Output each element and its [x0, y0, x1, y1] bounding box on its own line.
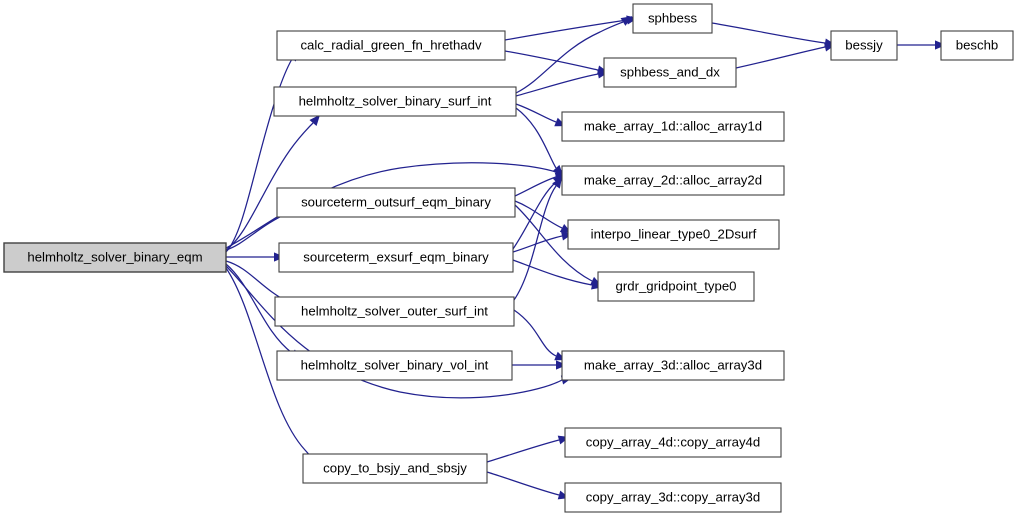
node-box-sphbess[interactable]: [632, 3, 713, 34]
edge-root-to-hsbsi: [225, 122, 314, 251]
node-interpo[interactable]: interpo_linear_type0_2Dsurf: [567, 219, 780, 250]
node-arr2d[interactable]: make_array_2d::alloc_array2d: [561, 165, 785, 196]
node-arr1d[interactable]: make_array_1d::alloc_array1d: [561, 111, 785, 142]
node-hsbvi[interactable]: helmholtz_solver_binary_vol_int: [276, 350, 513, 381]
edge-stoutsurf-to-grdr: [514, 204, 593, 282]
edge-calcrad-to-sphbess: [504, 19, 628, 41]
edge-stexsurf-to-interpo: [512, 235, 563, 253]
node-box-sphbessdx[interactable]: [603, 57, 737, 88]
node-label-arr1d: make_array_1d::alloc_array1d: [584, 118, 762, 133]
node-stoutsurf[interactable]: sourceterm_outsurf_eqm_binary: [276, 187, 516, 218]
node-label-sphbessdx: sphbess_and_dx: [620, 64, 720, 79]
node-box-root[interactable]: [3, 242, 227, 273]
node-label-interpo: interpo_linear_type0_2Dsurf: [591, 226, 757, 241]
node-hsbsi[interactable]: helmholtz_solver_binary_surf_int: [273, 86, 517, 117]
node-sphbess[interactable]: sphbess: [632, 3, 713, 34]
edge-root-to-calcrad: [225, 58, 293, 253]
node-sphbessdx[interactable]: sphbess_and_dx: [603, 57, 737, 88]
edge-copybsjy-to-copy3d: [486, 471, 560, 496]
node-box-hsosi[interactable]: [274, 296, 515, 327]
edge-stexsurf-to-arr2d: [512, 181, 557, 250]
node-grdr[interactable]: grdr_gridpoint_type0: [597, 271, 755, 302]
node-hsosi[interactable]: helmholtz_solver_outer_surf_int: [274, 296, 515, 327]
node-label-copybsjy: copy_to_bsjy_and_sbsjy: [323, 460, 467, 475]
edge-sphbessdx-to-bessjy: [735, 46, 826, 69]
node-box-copy4d[interactable]: [564, 427, 782, 458]
node-label-calcrad: calc_radial_green_fn_hrethadv: [300, 37, 481, 52]
node-label-arr3d: make_array_3d::alloc_array3d: [584, 357, 762, 372]
edge-arrowhead: [552, 176, 563, 189]
node-box-arr3d[interactable]: [561, 350, 785, 381]
node-label-stexsurf: sourceterm_exsurf_eqm_binary: [303, 249, 489, 264]
edge-hsbsi-to-sphbessdx: [515, 73, 599, 97]
edge-hsbsi-to-arr1d: [515, 103, 557, 123]
node-layer: helmholtz_solver_binary_eqm calc_radial_g…: [3, 3, 1014, 513]
node-box-stexsurf[interactable]: [278, 242, 514, 273]
edge-root-to-arr3d: [225, 265, 563, 399]
node-label-grdr: grdr_gridpoint_type0: [616, 278, 737, 293]
node-box-grdr[interactable]: [597, 271, 755, 302]
edge-root-to-arr2d: [225, 162, 557, 249]
node-box-copybsjy[interactable]: [302, 453, 488, 484]
node-box-arr2d[interactable]: [561, 165, 785, 196]
edge-hsbsi-to-sphbess: [515, 21, 624, 94]
edge-calcrad-to-sphbessdx: [504, 50, 599, 71]
edge-copybsjy-to-copy4d: [486, 439, 560, 463]
edge-hsbsi-to-arr2d: [515, 107, 557, 169]
edge-arrowhead: [620, 16, 633, 26]
node-label-copy4d: copy_array_4d::copy_array4d: [586, 434, 760, 449]
node-box-bessjy[interactable]: [830, 30, 898, 61]
edge-stoutsurf-to-arr2d: [514, 176, 557, 197]
node-label-hsbsi: helmholtz_solver_binary_surf_int: [299, 93, 492, 108]
node-label-arr2d: make_array_2d::alloc_array2d: [584, 172, 762, 187]
edge-sphbess-to-bessjy: [711, 22, 826, 44]
node-box-hsbsi[interactable]: [273, 86, 517, 117]
node-label-hsosi: helmholtz_solver_outer_surf_int: [301, 303, 488, 318]
node-arr3d[interactable]: make_array_3d::alloc_array3d: [561, 350, 785, 381]
node-box-copy3d[interactable]: [564, 482, 782, 513]
node-label-root: helmholtz_solver_binary_eqm: [27, 249, 202, 264]
node-stexsurf[interactable]: sourceterm_exsurf_eqm_binary: [278, 242, 514, 273]
node-copy3d[interactable]: copy_array_3d::copy_array3d: [564, 482, 782, 513]
edge-layer: [225, 19, 935, 496]
node-label-beschb: beschb: [956, 37, 999, 52]
node-label-stoutsurf: sourceterm_outsurf_eqm_binary: [301, 194, 491, 209]
node-box-stoutsurf[interactable]: [276, 187, 516, 218]
edge-root-to-hsbvi: [225, 263, 293, 354]
node-copybsjy[interactable]: copy_to_bsjy_and_sbsjy: [302, 453, 488, 484]
node-root[interactable]: helmholtz_solver_binary_eqm: [3, 242, 227, 273]
edge-arrowhead: [309, 114, 321, 126]
node-calcrad[interactable]: calc_radial_green_fn_hrethadv: [276, 30, 506, 61]
node-label-sphbess: sphbess: [648, 10, 698, 25]
node-box-arr1d[interactable]: [561, 111, 785, 142]
node-label-copy3d: copy_array_3d::copy_array3d: [586, 489, 760, 504]
node-box-interpo[interactable]: [567, 219, 780, 250]
node-box-calcrad[interactable]: [276, 30, 506, 61]
node-bessjy[interactable]: bessjy: [830, 30, 898, 61]
node-box-beschb[interactable]: [940, 30, 1014, 61]
node-label-hsbvi: helmholtz_solver_binary_vol_int: [301, 357, 489, 372]
edge-stoutsurf-to-interpo: [514, 200, 563, 229]
node-copy4d[interactable]: copy_array_4d::copy_array4d: [564, 427, 782, 458]
edge-stexsurf-to-grdr: [512, 259, 593, 286]
node-label-bessjy: bessjy: [845, 37, 883, 52]
edge-hsosi-to-arr3d: [513, 309, 557, 357]
edge-hsosi-to-arr2d: [513, 185, 557, 301]
node-beschb[interactable]: beschb: [940, 30, 1014, 61]
node-box-hsbvi[interactable]: [276, 350, 513, 381]
